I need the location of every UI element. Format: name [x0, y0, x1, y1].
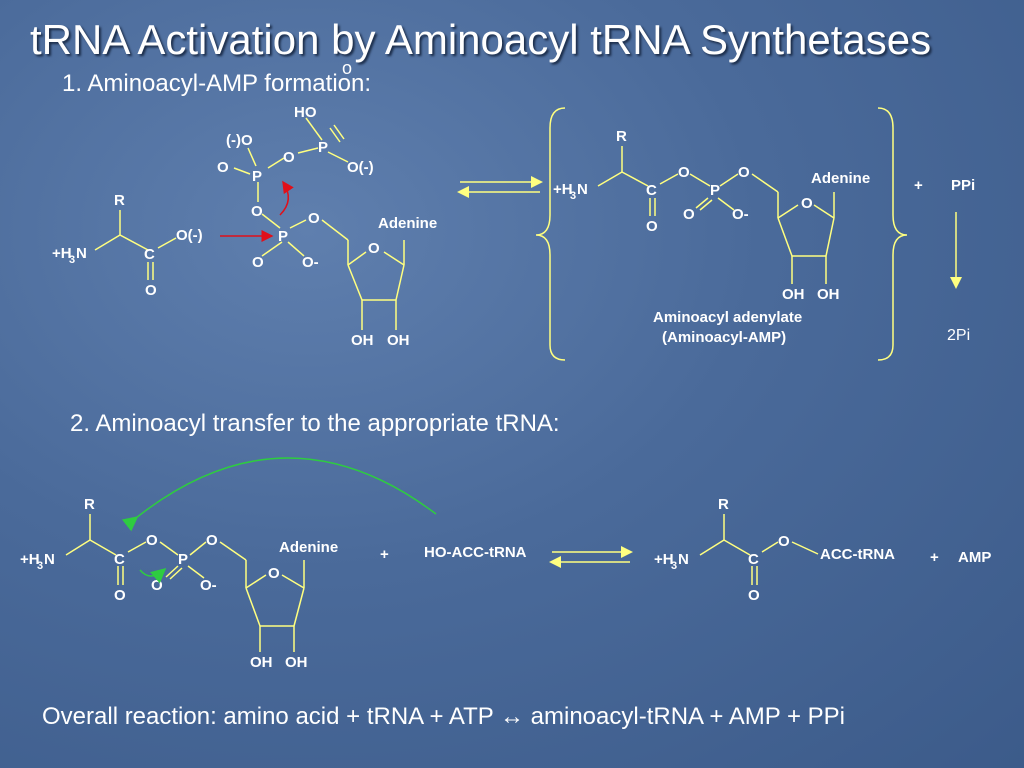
step1-heading: 1. Aminoacyl-AMP formation: [62, 70, 372, 97]
ho-acc-trna-label: HO-ACC-tRNA [424, 544, 527, 561]
red-curved-arrow [279, 180, 294, 216]
ribose-1-oh-right: OH [387, 332, 410, 349]
svg-text:3: 3 [37, 560, 43, 572]
atp-o-bridge2: O [251, 203, 263, 220]
svg-text:+H: +H [553, 181, 573, 198]
green-transfer-arrow [121, 457, 437, 532]
svg-text:3: 3 [671, 560, 677, 572]
aa-trna-amine: +H 3 N [654, 551, 689, 572]
aa-amp-o-bridge: O [678, 164, 690, 181]
right-brace [877, 107, 908, 361]
aa-amp-2-amine: +H 3 N [20, 551, 55, 572]
amino-acid-1-o: O [145, 282, 157, 299]
atp-p-alpha: P [278, 228, 288, 245]
aa-amp-o-ester: O [738, 164, 750, 181]
aa-amp-c: C [646, 182, 657, 199]
aa-amp-o-carbonyl: O [646, 218, 658, 235]
aa-amp-2-o-double: O [151, 577, 163, 594]
plus-trna: + [380, 546, 389, 563]
atp-o-alpha: O [252, 254, 264, 271]
aa-amp-2-o-ester: O [206, 532, 218, 549]
atp-p-gamma: P [318, 139, 328, 156]
aa-amp-2-r: R [84, 496, 95, 513]
adenine-3: Adenine [279, 539, 338, 556]
aa-amp-2-c: C [114, 551, 125, 568]
atp-bonds [233, 117, 349, 257]
aa-amp-2-oh-left: OH [250, 654, 273, 671]
stray-o-mark: o [342, 58, 353, 78]
aa-amp-oh-right: OH [817, 286, 840, 303]
amino-acid-1-r: R [114, 192, 125, 209]
svg-text:3: 3 [570, 190, 576, 202]
adenine-1: Adenine [378, 215, 437, 232]
aminoacyl-amp-label: (Aminoacyl-AMP) [662, 329, 786, 346]
atp-o-minus-alpha: O- [302, 254, 319, 271]
svg-text:N: N [577, 181, 588, 198]
atp-o-ester: O [308, 210, 320, 227]
svg-text:+H: +H [52, 245, 72, 262]
atp-minus-o: (-)O [226, 132, 253, 149]
aminoacyl-amp-bonds [597, 146, 835, 284]
slide-title: tRNA Activation by Aminoacyl tRNA Synthe… [30, 16, 932, 63]
aa-amp-o-minus: O- [732, 206, 749, 223]
atp-o-beta: O [217, 159, 229, 176]
ribose-1-oh-left: OH [351, 332, 374, 349]
aminoacyl-adenylate-label: Aminoacyl adenylate [653, 309, 802, 326]
aa-amp-p: P [710, 182, 720, 199]
aminoacyl-trna-bonds [699, 514, 819, 585]
aa-amp-r: R [616, 128, 627, 145]
adenine-2: Adenine [811, 170, 870, 187]
ribose-1 [347, 240, 405, 330]
svg-text:N: N [76, 245, 87, 262]
amino-acid-1-c: C [144, 246, 155, 263]
acc-trna-label: ACC-tRNA [820, 546, 895, 563]
atp-o-bridge1: O [283, 149, 295, 166]
aa-amp-ribose-o: O [801, 195, 813, 212]
amino-acid-1-amine: +H 3 N [52, 245, 87, 266]
aa-amp-2-o-bridge: O [146, 532, 158, 549]
amp-label: AMP [958, 549, 991, 566]
amino-acid-1 [94, 210, 177, 280]
two-pi-label: 2Pi [947, 327, 970, 344]
atp-ho: HO [294, 104, 317, 121]
aa-trna-c: C [748, 551, 759, 568]
aa-trna-o-carbonyl: O [748, 587, 760, 604]
aa-amp-o-double: O [683, 206, 695, 223]
svg-text:N: N [678, 551, 689, 568]
green-small-arrow [139, 568, 167, 584]
aa-trna-o-ester: O [778, 533, 790, 550]
step2-heading: 2. Aminoacyl transfer to the appropriate… [70, 410, 560, 437]
aa-amp-2-o-carbonyl: O [114, 587, 126, 604]
svg-text:+H: +H [654, 551, 674, 568]
aa-amp-amine: +H 3 N [553, 181, 588, 202]
overall-reaction: Overall reaction: amino acid + tRNA + AT… [42, 703, 846, 730]
atp-o-minus-gamma: O(-) [347, 159, 374, 176]
ribose-1-o: O [368, 240, 380, 257]
svg-text:+H: +H [20, 551, 40, 568]
svg-text:N: N [44, 551, 55, 568]
aa-amp-2-oh-right: OH [285, 654, 308, 671]
aa-amp-2-ribose-o: O [268, 565, 280, 582]
plus-ppi: + [914, 177, 923, 194]
aa-amp-oh-left: OH [782, 286, 805, 303]
svg-text:3: 3 [69, 254, 75, 266]
left-brace [535, 107, 566, 361]
atp-p-beta: P [252, 168, 262, 185]
aminoacyl-amp-2-bonds [65, 514, 305, 652]
aa-amp-2-o-minus: O- [200, 577, 217, 594]
aa-trna-r: R [718, 496, 729, 513]
plus-amp: + [930, 549, 939, 566]
aa-amp-2-p: P [178, 551, 188, 568]
ppi-label: PPi [951, 177, 975, 194]
amino-acid-1-ominus: O(-) [176, 227, 203, 244]
